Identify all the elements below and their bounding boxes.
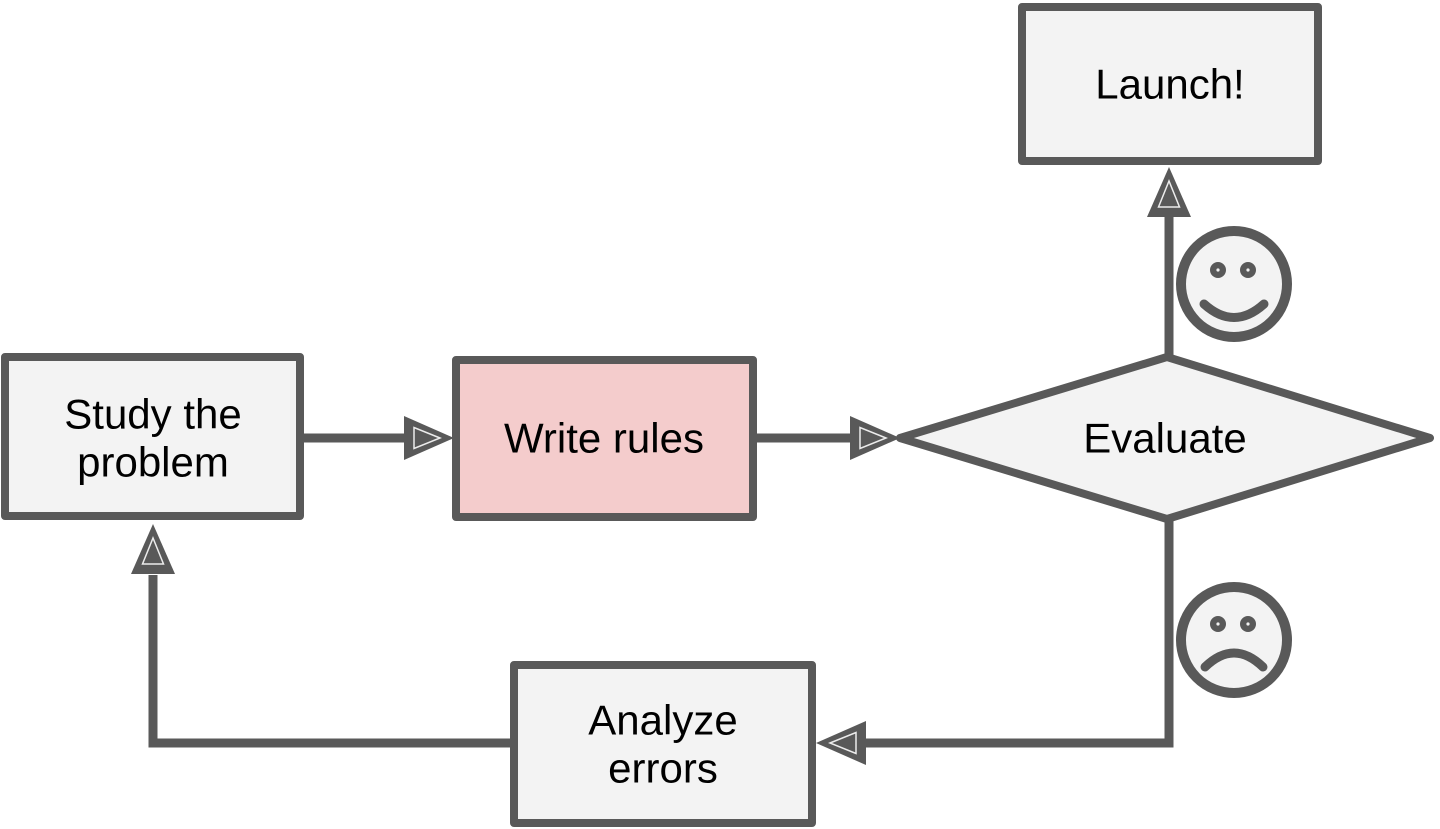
arrowhead-right-icon: [850, 416, 900, 460]
arrowhead-inner-detail: [413, 426, 443, 450]
edge-study-to-write: [304, 416, 454, 460]
face-right-eye-dot: [1246, 268, 1250, 272]
analyze-errors-box: [510, 661, 816, 827]
sad-face-icon: [1176, 582, 1292, 698]
happy-face-icon: [1176, 226, 1292, 342]
node-label: Analyze: [588, 697, 737, 744]
edge-write-to-evaluate: [756, 416, 900, 460]
face-right-eye-dot: [1246, 622, 1250, 626]
arrowhead-inner-detail: [1157, 178, 1181, 208]
edge-evaluate-to-launch: [1147, 167, 1191, 357]
edge-analyze-to-study: [131, 524, 512, 748]
evaluate-diamond: [896, 353, 1434, 523]
edge-line: [866, 515, 1174, 748]
node-label: problem: [77, 439, 229, 486]
node-analyze-errors: Analyze errors: [510, 661, 816, 827]
smile-mouth: [1199, 299, 1269, 322]
arrowhead-inner-detail: [859, 426, 889, 450]
face-circle: [1176, 582, 1292, 698]
arrowhead-inner-detail: [827, 731, 857, 755]
arrowhead-up-icon: [131, 524, 175, 574]
node-label: Evaluate: [1083, 415, 1246, 462]
node-write-rules: Write rules: [452, 356, 757, 521]
launch-box: [1018, 3, 1322, 165]
edge-line: [148, 575, 512, 748]
face-left-eye-dot: [1216, 268, 1220, 272]
frown-mouth: [1200, 648, 1268, 672]
node-label: errors: [608, 745, 718, 792]
arrowhead-left-icon: [816, 721, 866, 765]
face-left-eye-dot: [1216, 622, 1220, 626]
study-the-problem-box: [1, 353, 304, 520]
arrowhead-right-icon: [404, 416, 454, 460]
node-label: Study the: [64, 391, 241, 438]
write-rules-box: [452, 356, 757, 521]
arrowhead-up-icon: [1147, 167, 1191, 217]
node-launch: Launch!: [1018, 3, 1322, 165]
node-evaluate-decision: Evaluate: [896, 353, 1434, 523]
node-label: Write rules: [504, 415, 704, 462]
node-label: Launch!: [1095, 61, 1244, 108]
edge-evaluate-to-analyze: [816, 515, 1174, 765]
arrowhead-inner-detail: [141, 535, 165, 565]
node-study-the-problem: Study the problem: [1, 353, 304, 520]
